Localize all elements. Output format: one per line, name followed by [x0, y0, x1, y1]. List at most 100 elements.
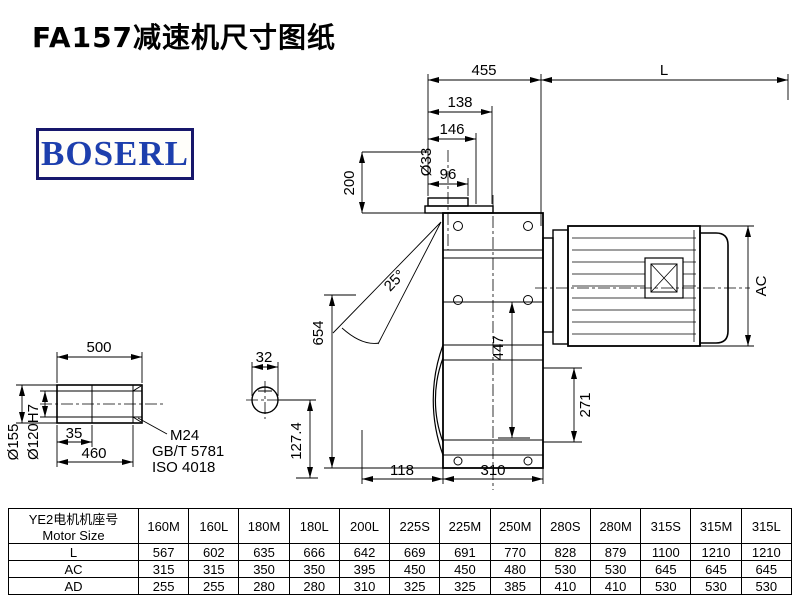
- table-cell: 530: [640, 577, 692, 595]
- table-cell: 410: [589, 577, 642, 595]
- table-cell: 530: [589, 560, 642, 578]
- output-hub-arcs: [432, 344, 444, 456]
- dim-angle-label: 25°: [381, 267, 409, 295]
- table-cell: 1210: [740, 543, 793, 561]
- table-cell: 325: [439, 577, 491, 595]
- dim-146-label: 146: [439, 121, 464, 138]
- table-cell: 642: [338, 543, 391, 561]
- dim-500-label: 500: [86, 339, 111, 356]
- angle-reference-lines: [332, 221, 442, 345]
- thread-m24-label: M24: [170, 427, 199, 444]
- standard-iso-label: ISO 4018: [152, 459, 215, 476]
- table-cell: 879: [589, 543, 642, 561]
- column-header: 315S: [640, 508, 692, 544]
- dim-AC-label: AC: [753, 275, 770, 296]
- dim-32-label: 32: [256, 349, 273, 366]
- table-cell: 1210: [690, 543, 742, 561]
- table-cell: 530: [539, 560, 591, 578]
- bolt-hole: [523, 456, 533, 466]
- table-cell: 691: [439, 543, 491, 561]
- dim-dia155-label: Ø155: [5, 424, 22, 461]
- motor-size-header-cn: YE2电机机座号: [28, 512, 119, 527]
- table-cell: 567: [137, 543, 190, 561]
- table-cell: 255: [188, 577, 240, 595]
- motor-fins: [572, 230, 696, 342]
- column-header: 225M: [439, 508, 491, 544]
- table-cell: 315: [188, 560, 240, 578]
- bolt-hole: [523, 221, 533, 231]
- dim-118-label: 118: [390, 462, 414, 479]
- dim-96-label: 96: [440, 166, 457, 183]
- table-cell: 645: [740, 560, 793, 578]
- motor-size-header-en: Motor Size: [42, 528, 105, 543]
- table-cell: 315: [137, 560, 190, 578]
- table-cell: 350: [288, 560, 340, 578]
- table-cell: 255: [137, 577, 190, 595]
- table-cell: 645: [640, 560, 692, 578]
- table-cell: 666: [288, 543, 340, 561]
- table-cell: 410: [539, 577, 591, 595]
- motor-view: [542, 225, 729, 347]
- dimension-lines: [16, 74, 789, 484]
- table-cell: 450: [389, 560, 441, 578]
- table-cell: 395: [338, 560, 391, 578]
- table-cell: 385: [489, 577, 541, 595]
- table-cell: 325: [389, 577, 441, 595]
- table-cell: 280: [238, 577, 290, 595]
- column-header: 250M: [489, 508, 541, 544]
- table-cell: 828: [539, 543, 591, 561]
- dim-L-label: L: [660, 62, 668, 79]
- bolt-hole: [453, 221, 463, 231]
- column-header: 160L: [188, 508, 240, 544]
- column-header: 315M: [690, 508, 742, 544]
- table-cell: 350: [238, 560, 290, 578]
- column-header: 225S: [389, 508, 441, 544]
- row-label: AD: [8, 577, 139, 595]
- dim-455-label: 455: [471, 62, 496, 79]
- dim-138-label: 138: [447, 94, 472, 111]
- row-label: AC: [8, 560, 139, 578]
- technical-drawing: 455 L 138 146 96 Ø33 200 25° 654 447 AC …: [5, 62, 789, 490]
- table-cell: 1100: [640, 543, 692, 561]
- table-cell: 602: [188, 543, 240, 561]
- standard-gb-label: GB/T 5781: [152, 443, 224, 460]
- dim-654-label: 654: [310, 320, 327, 345]
- dim-dia120-label: Ø120H7: [25, 404, 42, 460]
- dim-35-label: 35: [66, 425, 83, 442]
- table-cell: 450: [439, 560, 491, 578]
- bolt-hole: [453, 456, 463, 466]
- dim-310-label: 310: [480, 462, 505, 479]
- table-cell: 530: [690, 577, 742, 595]
- column-header: 200L: [338, 508, 391, 544]
- m24-leader-line: [137, 417, 168, 435]
- table-cell: 530: [740, 577, 793, 595]
- column-header: 180L: [288, 508, 340, 544]
- boserl-logo: BOSERL: [36, 128, 194, 180]
- column-header: 315L: [740, 508, 793, 544]
- boserl-logo-text: BOSERL: [41, 134, 189, 173]
- table-cell: 480: [489, 560, 541, 578]
- table-cell: 635: [238, 543, 290, 561]
- dim-447-label: 447: [490, 335, 507, 360]
- table-cell: 770: [489, 543, 541, 561]
- row-label: L: [8, 543, 139, 561]
- dimension-labels: 455 L 138 146 96 Ø33 200 25° 654 447 AC …: [5, 62, 770, 479]
- page-title: FA157减速机尺寸图纸: [32, 21, 337, 54]
- column-header: 280S: [539, 508, 591, 544]
- bolt-hole: [523, 295, 533, 305]
- column-header: 180M: [238, 508, 290, 544]
- table-cell: 669: [389, 543, 441, 561]
- column-header: 280M: [589, 508, 642, 544]
- reducer-housing-view: [332, 197, 544, 469]
- centerlines: [40, 150, 750, 490]
- dim-271-label: 271: [577, 392, 594, 417]
- dim-127-label: 127.4: [288, 422, 305, 460]
- table-cell: 645: [690, 560, 742, 578]
- dim-dia33-label: Ø33: [418, 148, 435, 176]
